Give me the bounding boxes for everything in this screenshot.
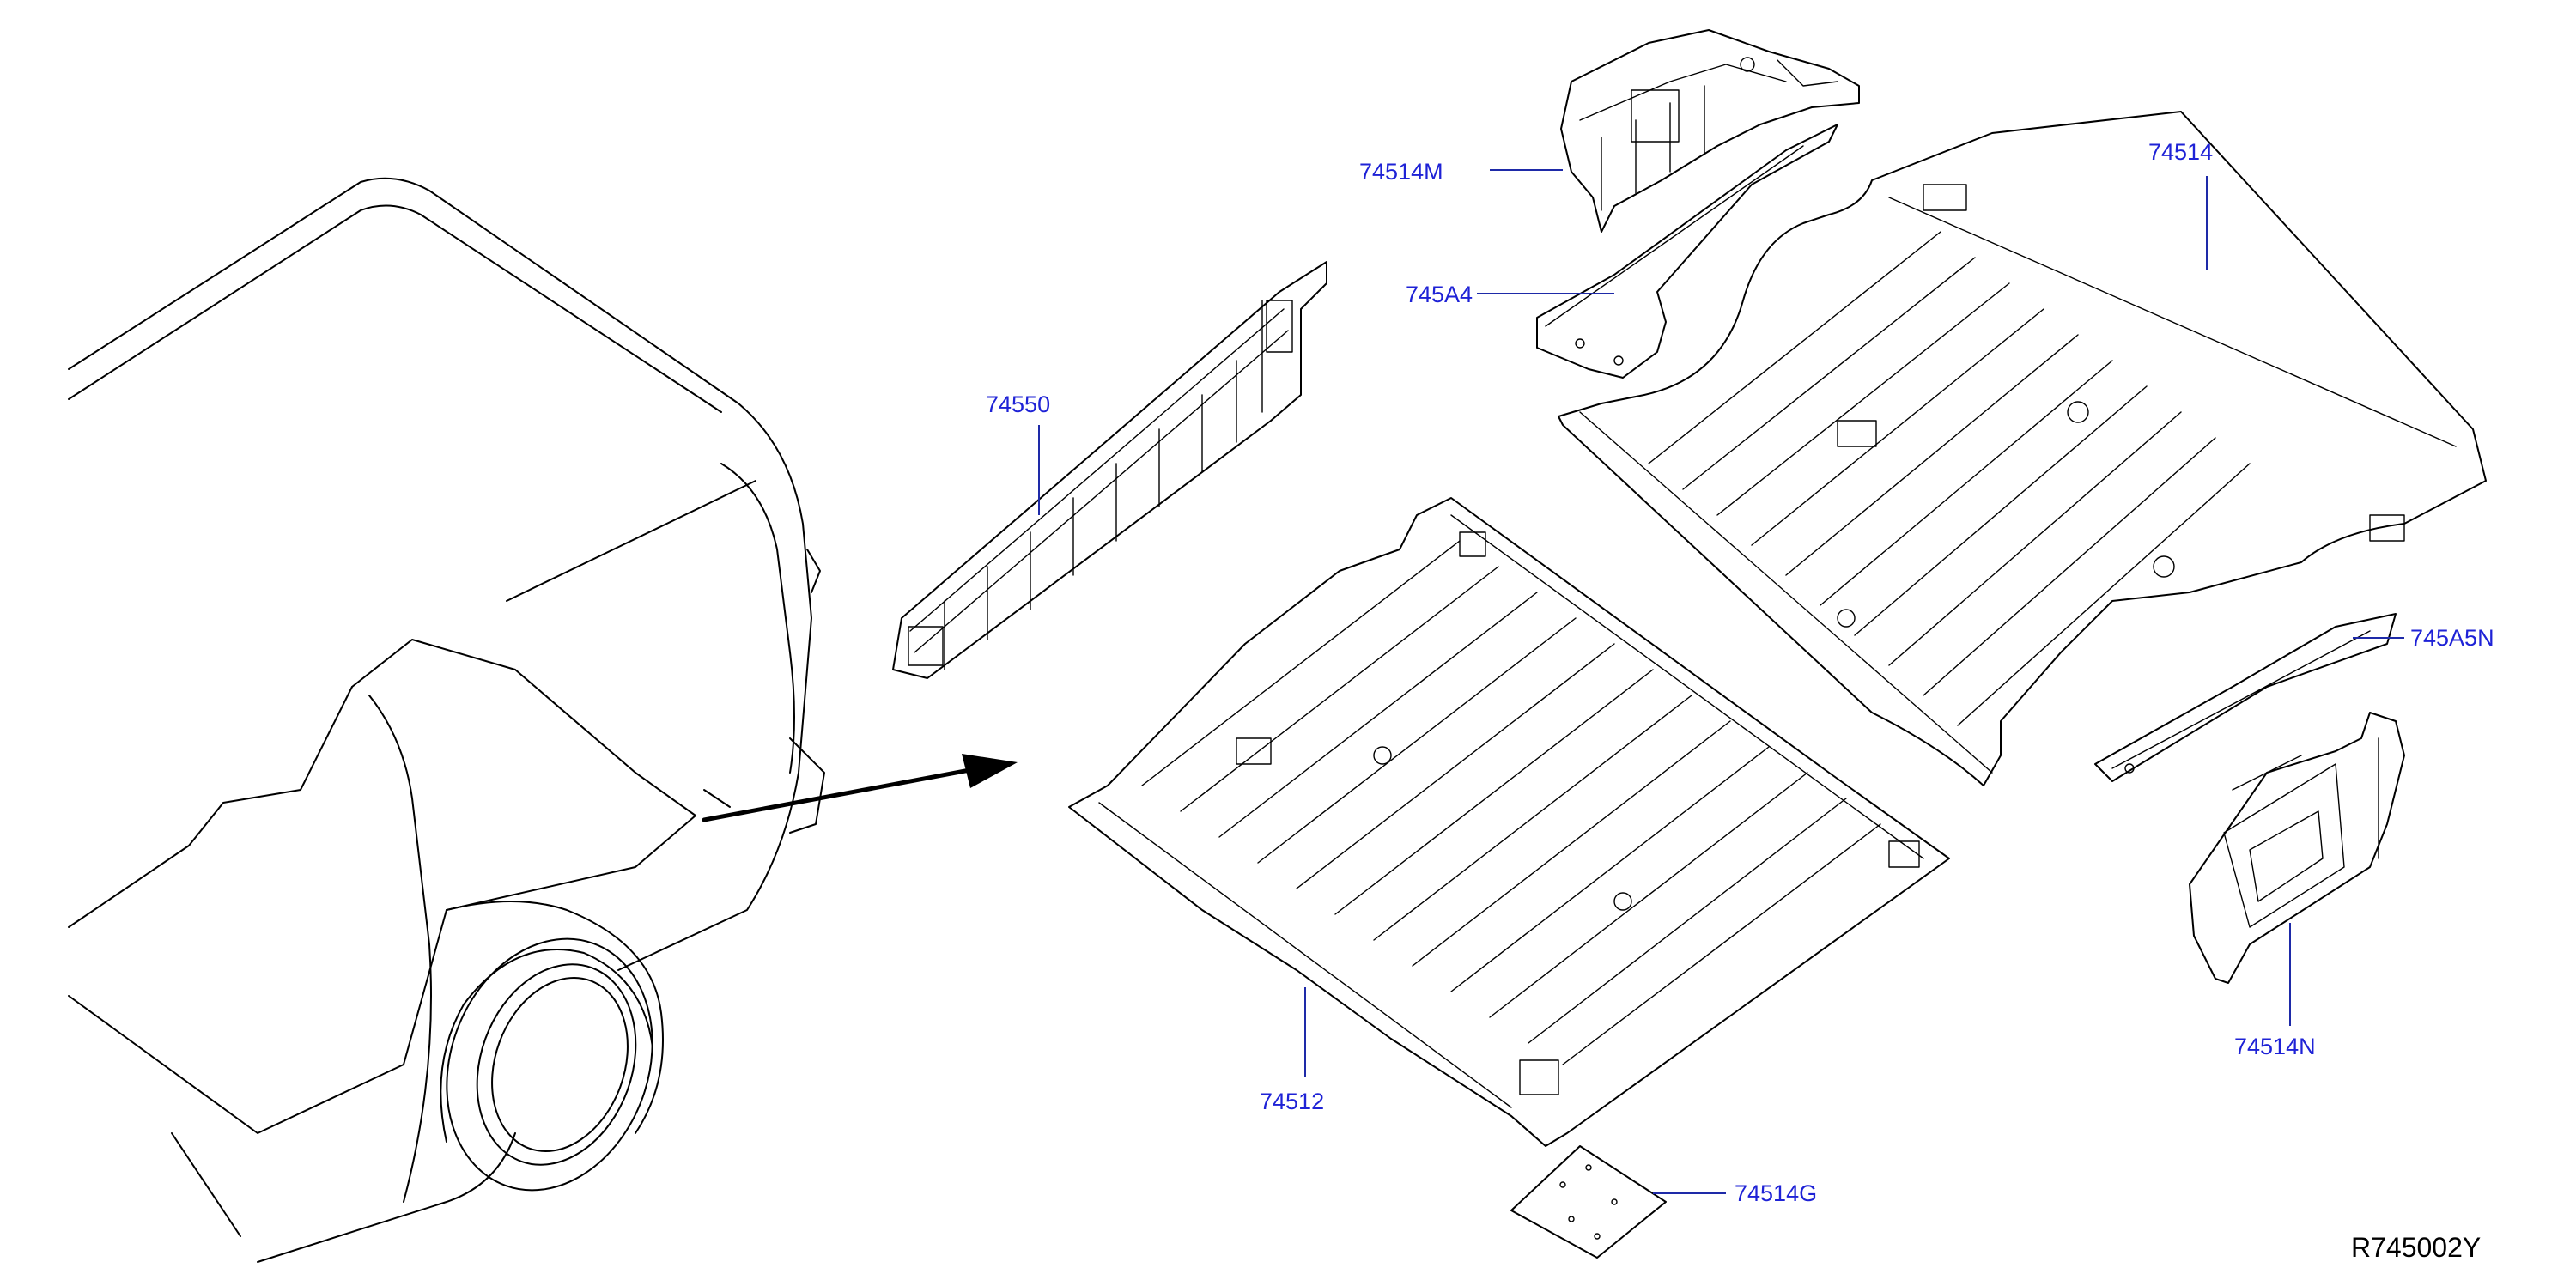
part-745A4 xyxy=(1536,124,1838,379)
callout-74514G: 74514G xyxy=(1735,1180,1817,1206)
pointer-arrow xyxy=(702,754,1018,822)
part-74514N xyxy=(2189,712,2405,984)
callout-74550: 74550 xyxy=(986,391,1050,417)
callout-labels: 74514M 745A4 74550 74514 745A5N 74512 74… xyxy=(986,139,2494,1206)
callout-74514N: 74514N xyxy=(2234,1034,2316,1059)
part-74514G xyxy=(1510,1145,1667,1259)
part-745A5N xyxy=(2094,613,2397,782)
callout-745A5N: 745A5N xyxy=(2410,625,2494,651)
leader-lines xyxy=(1038,169,2404,1194)
callout-745A4: 745A4 xyxy=(1406,282,1473,307)
part-74514M xyxy=(1560,29,1860,233)
part-74512 xyxy=(1068,497,1950,1147)
part-74550 xyxy=(892,261,1327,679)
reference-code: R745002Y xyxy=(2351,1232,2481,1263)
callout-74514: 74514 xyxy=(2148,139,2213,165)
part-74514 xyxy=(1558,111,2487,786)
callout-74512: 74512 xyxy=(1260,1089,1324,1114)
callout-74514M: 74514M xyxy=(1359,159,1443,185)
vehicle-outline xyxy=(68,177,825,1263)
